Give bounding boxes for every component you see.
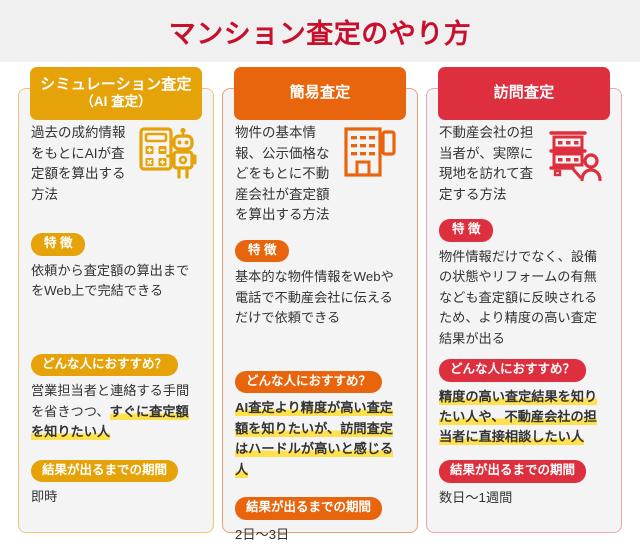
badge-recommend: どんな人におすすめ？ bbox=[31, 353, 179, 377]
recommend-text: AI査定より精度が高い査定額を知りたいが、訪問査定はハードルが高いと感じる人 bbox=[235, 398, 405, 480]
period-text: 2日〜3日 bbox=[235, 526, 290, 542]
recommend-section: どんな人におすすめ？ 精度の高い査定結果を知りたい人や、不動産会社の担当者に直接… bbox=[439, 358, 609, 448]
badge-period: 結果が出るまでの期間 bbox=[439, 459, 587, 483]
title-band: マンション査定のやり方 bbox=[0, 0, 640, 62]
badge-recommend: どんな人におすすめ？ bbox=[439, 358, 587, 382]
period-text: 数日〜1週間 bbox=[439, 489, 513, 505]
calculator-robot-icon bbox=[139, 123, 201, 181]
period-section: 結果が出るまでの期間 数日〜1週間 bbox=[439, 459, 609, 508]
card-description: 物件の基本情報、公示価格などをもとに不動産会社が査定額を算出する方法 bbox=[235, 125, 330, 223]
comparison-columns: シミュレーション査定 （AI 査定） 過去の成約情報をもとにAIが査定額を算出す… bbox=[0, 62, 640, 545]
badge-recommend: どんな人におすすめ？ bbox=[235, 370, 383, 394]
feature-section: 特 徴 物件情報だけでなく、設備の状態やリフォームの有無なども査定額に反映される… bbox=[439, 219, 609, 349]
badge-period: 結果が出るまでの期間 bbox=[31, 459, 179, 483]
period-section: 結果が出るまでの期間 2日〜3日 bbox=[235, 497, 405, 545]
recommend-marked: AI査定より精度が高い査定額を知りたいが、訪問査定はハードルが高いと感じる人 bbox=[235, 400, 394, 478]
card-simulation-appraisal: シミュレーション査定 （AI 査定） 過去の成約情報をもとにAIが査定額を算出す… bbox=[18, 67, 214, 533]
badge-feature: 特 徴 bbox=[439, 219, 494, 242]
card-simple-appraisal: 簡易査定 物件の基本情報、公示価格などをもとに不動産会社が査定額を算出する方法 bbox=[222, 67, 418, 542]
description-row: 不動産会社の担当者が、実際に現地を訪れて査定する方法 bbox=[439, 123, 609, 205]
page-title: マンション査定のやり方 bbox=[168, 18, 472, 49]
recommend-plain: 営業担当者と連絡する手間を省きつつ、 bbox=[31, 383, 190, 419]
recommend-marked: 精度の高い査定結果を知りたい人や、不動産会社の担当者に直接相談したい人 bbox=[439, 388, 598, 446]
feature-section: 特 徴 依頼から査定額の算出までをWeb上で完結できる bbox=[31, 233, 201, 302]
recommend-text: 精度の高い査定結果を知りたい人や、不動産会社の担当者に直接相談したい人 bbox=[439, 387, 609, 448]
card-description: 不動産会社の担当者が、実際に現地を訪れて査定する方法 bbox=[439, 125, 534, 202]
badge-feature: 特 徴 bbox=[31, 233, 86, 256]
feature-text: 依頼から査定額の算出までをWeb上で完結できる bbox=[31, 262, 190, 299]
recommend-section: どんな人におすすめ？ AI査定より精度が高い査定額を知りたいが、訪問査定はハード… bbox=[235, 370, 405, 480]
feature-text: 物件情報だけでなく、設備の状態やリフォームの有無なども査定額に反映されるため、よ… bbox=[439, 248, 598, 346]
badge-feature: 特 徴 bbox=[235, 239, 290, 263]
building-person-icon bbox=[547, 123, 609, 181]
card-header-simple: 簡易査定 bbox=[234, 67, 406, 120]
card-header-sub-label: （AI 査定） bbox=[80, 94, 152, 110]
card-visit-appraisal: 訪問査定 不動産会社の担当者が、実際に現地を訪れて査定する方法 bbox=[426, 67, 622, 533]
card-header-visit: 訪問査定 bbox=[438, 67, 610, 120]
feature-text: 基本的な物件情報をWebや電話で不動産会社に伝えるだけで依頼できる bbox=[235, 269, 394, 326]
description-row: 物件の基本情報、公示価格などをもとに不動産会社が査定額を算出する方法 bbox=[235, 123, 405, 226]
recommend-section: どんな人におすすめ？ 営業担当者と連絡する手間を省きつつ、すぐに査定額を知りたい… bbox=[31, 353, 201, 443]
description-row: 過去の成約情報をもとにAIが査定額を算出する方法 bbox=[31, 123, 201, 205]
card-header-main-label: 簡易査定 bbox=[289, 84, 351, 102]
period-section: 結果が出るまでの期間 即時 bbox=[31, 459, 201, 508]
card-header-simulation: シミュレーション査定 （AI 査定） bbox=[30, 67, 202, 120]
card-header-main-label: シミュレーション査定 bbox=[40, 76, 192, 93]
feature-section: 特 徴 基本的な物件情報をWebや電話で不動産会社に伝えるだけで依頼できる bbox=[235, 239, 405, 329]
card-description: 過去の成約情報をもとにAIが査定額を算出する方法 bbox=[31, 125, 126, 202]
card-header-main-label: 訪問査定 bbox=[493, 84, 555, 102]
building-phone-icon bbox=[343, 123, 405, 181]
period-text: 即時 bbox=[31, 489, 58, 505]
recommend-text: 営業担当者と連絡する手間を省きつつ、すぐに査定額を知りたい人 bbox=[31, 381, 201, 442]
badge-period: 結果が出るまでの期間 bbox=[235, 497, 383, 520]
